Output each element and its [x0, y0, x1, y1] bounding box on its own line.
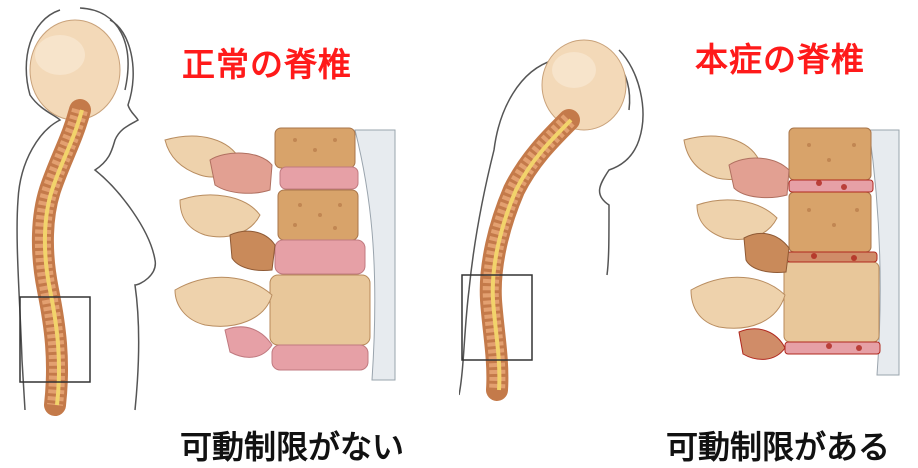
affected-spine-title: 本症の脊椎	[695, 33, 865, 81]
normal-spine-panel: 正常の脊椎 可動制限がない	[0, 0, 459, 466]
affected-spine-panel: 本症の脊椎 可動制限がある	[459, 0, 918, 466]
vertebrae-detail-affected	[679, 128, 899, 375]
normal-spine-title: 正常の脊椎	[182, 38, 352, 86]
normal-spine-caption: 可動制限がない	[180, 422, 404, 468]
affected-spine-caption: 可動制限がある	[666, 422, 890, 468]
vertebrae-detail-normal	[160, 128, 395, 380]
